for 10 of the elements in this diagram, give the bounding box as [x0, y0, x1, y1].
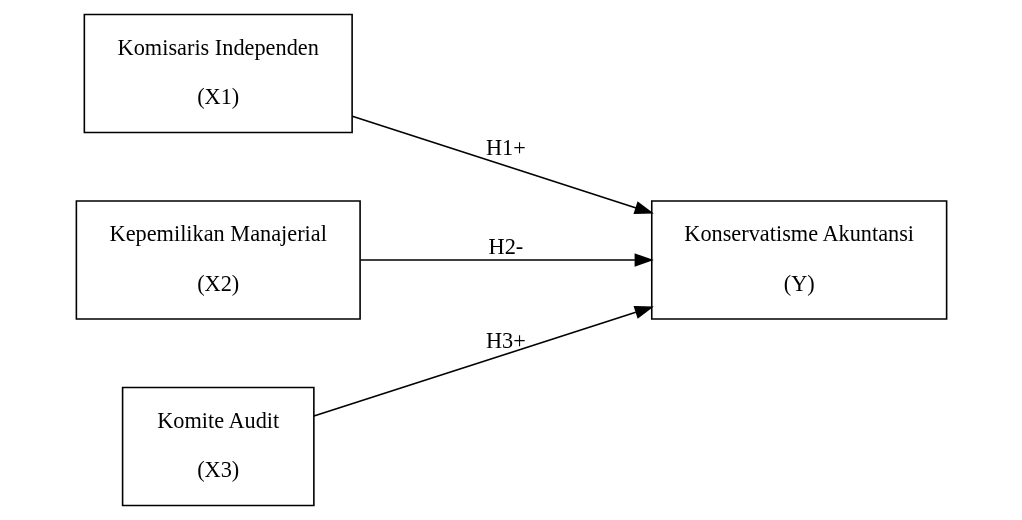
node-box: Kepemilikan Manajerial (X2) [75, 200, 361, 320]
node-box: Komite Audit (X3) [121, 386, 315, 507]
arrow [351, 115, 654, 215]
node-box: Konservatisme Akuntansi (Y) [650, 200, 947, 320]
node-box: Komisaris Independen (X1) [83, 13, 353, 134]
edge-label: H1+ [485, 135, 526, 161]
arrow [359, 253, 654, 267]
edge-label: H3+ [485, 327, 526, 353]
edge-label: H2- [488, 233, 523, 259]
arrow [312, 305, 654, 417]
